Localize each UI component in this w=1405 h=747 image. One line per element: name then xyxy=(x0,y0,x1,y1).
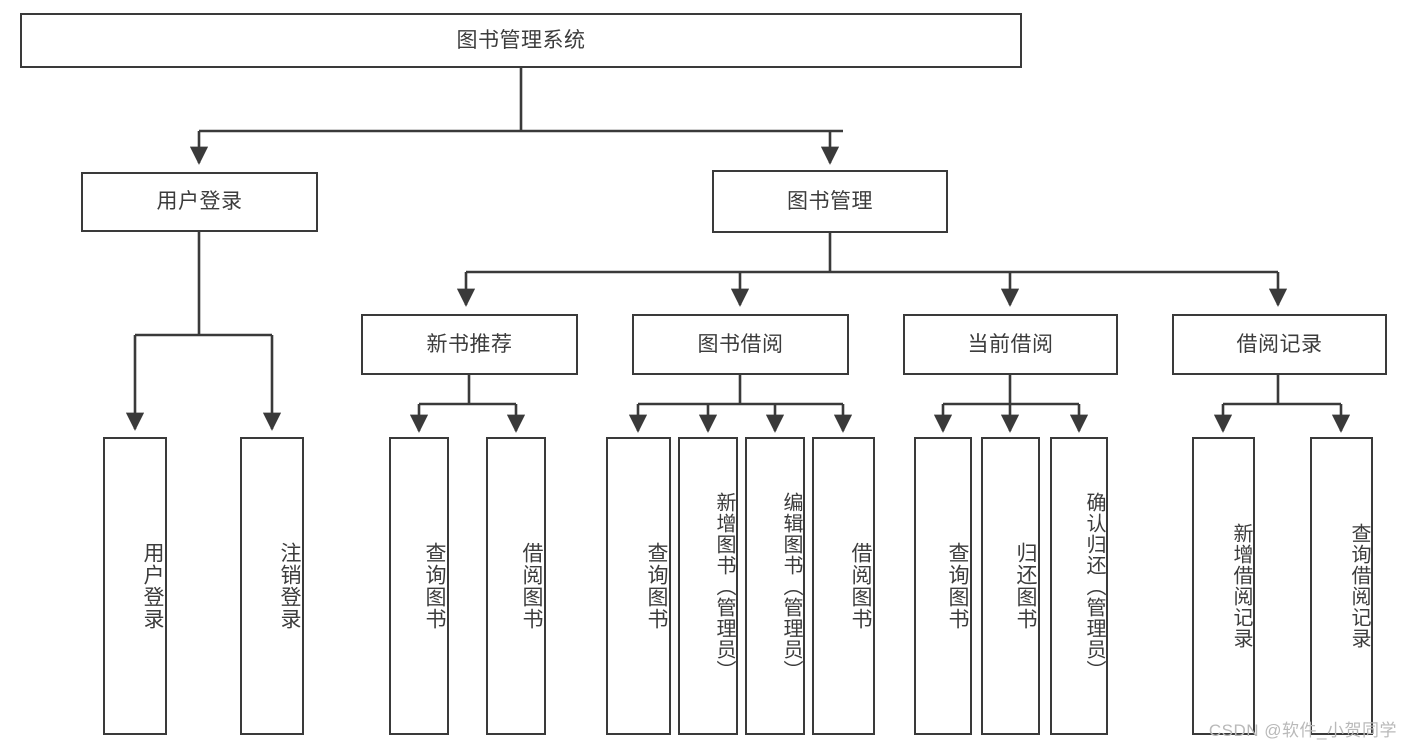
node-leaf-user-login[interactable]: 用户登录 xyxy=(103,437,167,735)
node-leaf-rec-borrow-book[interactable]: 借阅图书 xyxy=(486,437,546,735)
node-leaf-borrow-edit-book-label: 编辑图书（管理员） xyxy=(780,491,802,681)
node-user-login[interactable]: 用户登录 xyxy=(81,172,318,232)
node-current-borrow-label: 当前借阅 xyxy=(967,332,1054,356)
node-book-borrow-label: 图书借阅 xyxy=(697,332,784,356)
node-leaf-record-add[interactable]: 新增借阅记录 xyxy=(1192,437,1255,735)
node-root-label: 图书管理系统 xyxy=(456,28,586,52)
node-leaf-user-logout[interactable]: 注销登录 xyxy=(240,437,304,735)
node-book-borrow[interactable]: 图书借阅 xyxy=(632,314,849,375)
node-user-login-label: 用户登录 xyxy=(156,190,243,214)
node-leaf-current-return-book[interactable]: 归还图书 xyxy=(981,437,1040,735)
node-borrow-record-label: 借阅记录 xyxy=(1236,332,1323,356)
node-leaf-record-query[interactable]: 查询借阅记录 xyxy=(1310,437,1373,735)
node-leaf-rec-borrow-book-label: 借阅图书 xyxy=(520,542,543,630)
node-leaf-current-query-book-label: 查询图书 xyxy=(946,542,969,630)
node-leaf-rec-query-book-label: 查询图书 xyxy=(423,542,446,630)
node-book-manage[interactable]: 图书管理 xyxy=(712,170,948,233)
node-current-borrow[interactable]: 当前借阅 xyxy=(903,314,1118,375)
watermark-text: CSDN @软件_小贺同学 xyxy=(1208,721,1397,740)
node-book-manage-label: 图书管理 xyxy=(787,189,873,213)
node-root[interactable]: 图书管理系统 xyxy=(20,13,1022,68)
node-leaf-borrow-query-book-label: 查询图书 xyxy=(645,542,668,630)
node-leaf-current-confirm-return-label: 确认归还（管理员） xyxy=(1083,491,1105,681)
node-leaf-current-return-book-label: 归还图书 xyxy=(1014,542,1037,630)
node-leaf-borrow-edit-book[interactable]: 编辑图书（管理员） xyxy=(745,437,805,735)
node-new-book-recommend-label: 新书推荐 xyxy=(426,332,513,356)
node-leaf-record-add-label: 新增借阅记录 xyxy=(1230,523,1252,649)
node-leaf-record-query-label: 查询借阅记录 xyxy=(1348,523,1370,649)
node-leaf-borrow-add-book[interactable]: 新增图书（管理员） xyxy=(678,437,738,735)
node-leaf-current-confirm-return[interactable]: 确认归还（管理员） xyxy=(1050,437,1108,735)
node-new-book-recommend[interactable]: 新书推荐 xyxy=(361,314,578,375)
node-leaf-current-query-book[interactable]: 查询图书 xyxy=(914,437,972,735)
node-leaf-borrow-lend-book[interactable]: 借阅图书 xyxy=(812,437,875,735)
node-borrow-record[interactable]: 借阅记录 xyxy=(1172,314,1387,375)
node-leaf-borrow-add-book-label: 新增图书（管理员） xyxy=(713,491,735,681)
node-leaf-borrow-query-book[interactable]: 查询图书 xyxy=(606,437,671,735)
node-leaf-user-login-label: 用户登录 xyxy=(141,542,164,630)
node-leaf-borrow-lend-book-label: 借阅图书 xyxy=(849,542,872,630)
node-leaf-user-logout-label: 注销登录 xyxy=(278,542,301,630)
node-leaf-rec-query-book[interactable]: 查询图书 xyxy=(389,437,449,735)
